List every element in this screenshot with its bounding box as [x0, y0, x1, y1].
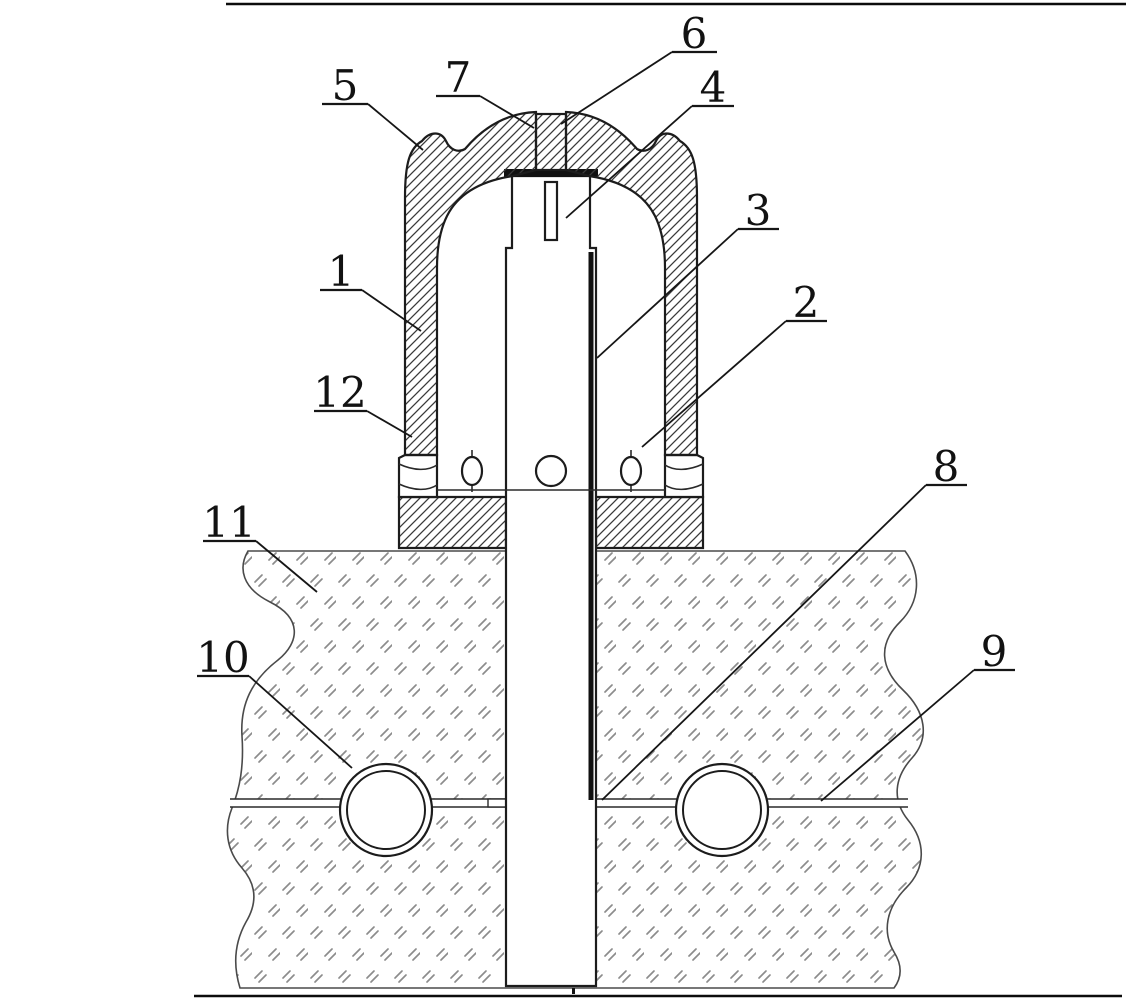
page-frame [194, 2, 1126, 998]
leader-line [596, 228, 739, 359]
flange-right-block [594, 495, 705, 550]
leader-line [366, 410, 413, 438]
part-label-2: 2 [641, 278, 827, 448]
top-plug [534, 112, 568, 172]
leader-line [641, 320, 787, 448]
part-number: 12 [313, 368, 366, 417]
pipe-top-cap [504, 169, 598, 177]
part-number: 8 [933, 442, 960, 491]
part-number: 5 [332, 61, 359, 110]
pipe-body [504, 174, 598, 988]
part-label-1: 1 [320, 247, 422, 332]
part-number: 7 [445, 53, 472, 102]
center-pipe [504, 169, 598, 994]
part-label-7: 7 [436, 53, 535, 129]
leader-line [255, 540, 318, 593]
part-number: 4 [700, 63, 727, 112]
right-pipe-inner [682, 770, 762, 850]
flange-left-block [397, 495, 508, 550]
part-label-12: 12 [313, 368, 413, 438]
left-port [460, 455, 484, 487]
right-pipe-outer [674, 762, 770, 858]
part-label-4: 4 [565, 63, 734, 219]
shell-left-half [403, 110, 538, 457]
right-pipe-circle [674, 762, 770, 858]
band-pipe-junction [487, 798, 507, 808]
part-label-10: 10 [196, 633, 353, 769]
part-labels: 1 2 3 4 5 6 7 [196, 9, 1015, 802]
leader-line [601, 484, 927, 801]
leader-line [820, 669, 975, 802]
center-port [534, 454, 568, 488]
housing-shell [403, 110, 699, 457]
leader-line [560, 51, 673, 125]
part-number: 3 [745, 186, 772, 235]
leader-line [479, 95, 535, 129]
part-number: 2 [793, 278, 820, 327]
part-number: 9 [981, 627, 1008, 676]
collar-right [663, 453, 705, 499]
left-pipe-circle [338, 762, 434, 858]
leader-line [248, 675, 353, 769]
collar-left [397, 453, 439, 499]
part-label-5: 5 [322, 61, 424, 151]
base-ports [437, 450, 665, 492]
bottom-tick [572, 988, 575, 994]
inner-slot [543, 180, 559, 242]
part-label-9: 9 [820, 627, 1015, 802]
part-label-11: 11 [202, 498, 318, 593]
part-number: 10 [196, 633, 249, 682]
left-pipe-inner [346, 770, 426, 850]
part-number: 11 [202, 498, 255, 547]
leader-line [361, 289, 422, 332]
right-port [619, 455, 643, 487]
leader-line [367, 103, 424, 151]
part-number: 1 [328, 247, 355, 296]
part-number: 6 [681, 9, 708, 58]
part-label-8: 8 [601, 442, 967, 801]
part-label-3: 3 [596, 186, 779, 359]
leader-line [565, 105, 693, 219]
left-pipe-outer [338, 762, 434, 858]
shell-right-half [564, 110, 699, 457]
collar-left-groove-lines [398, 463, 438, 491]
part-label-6: 6 [560, 9, 717, 125]
collar-right-groove-lines [664, 463, 704, 491]
